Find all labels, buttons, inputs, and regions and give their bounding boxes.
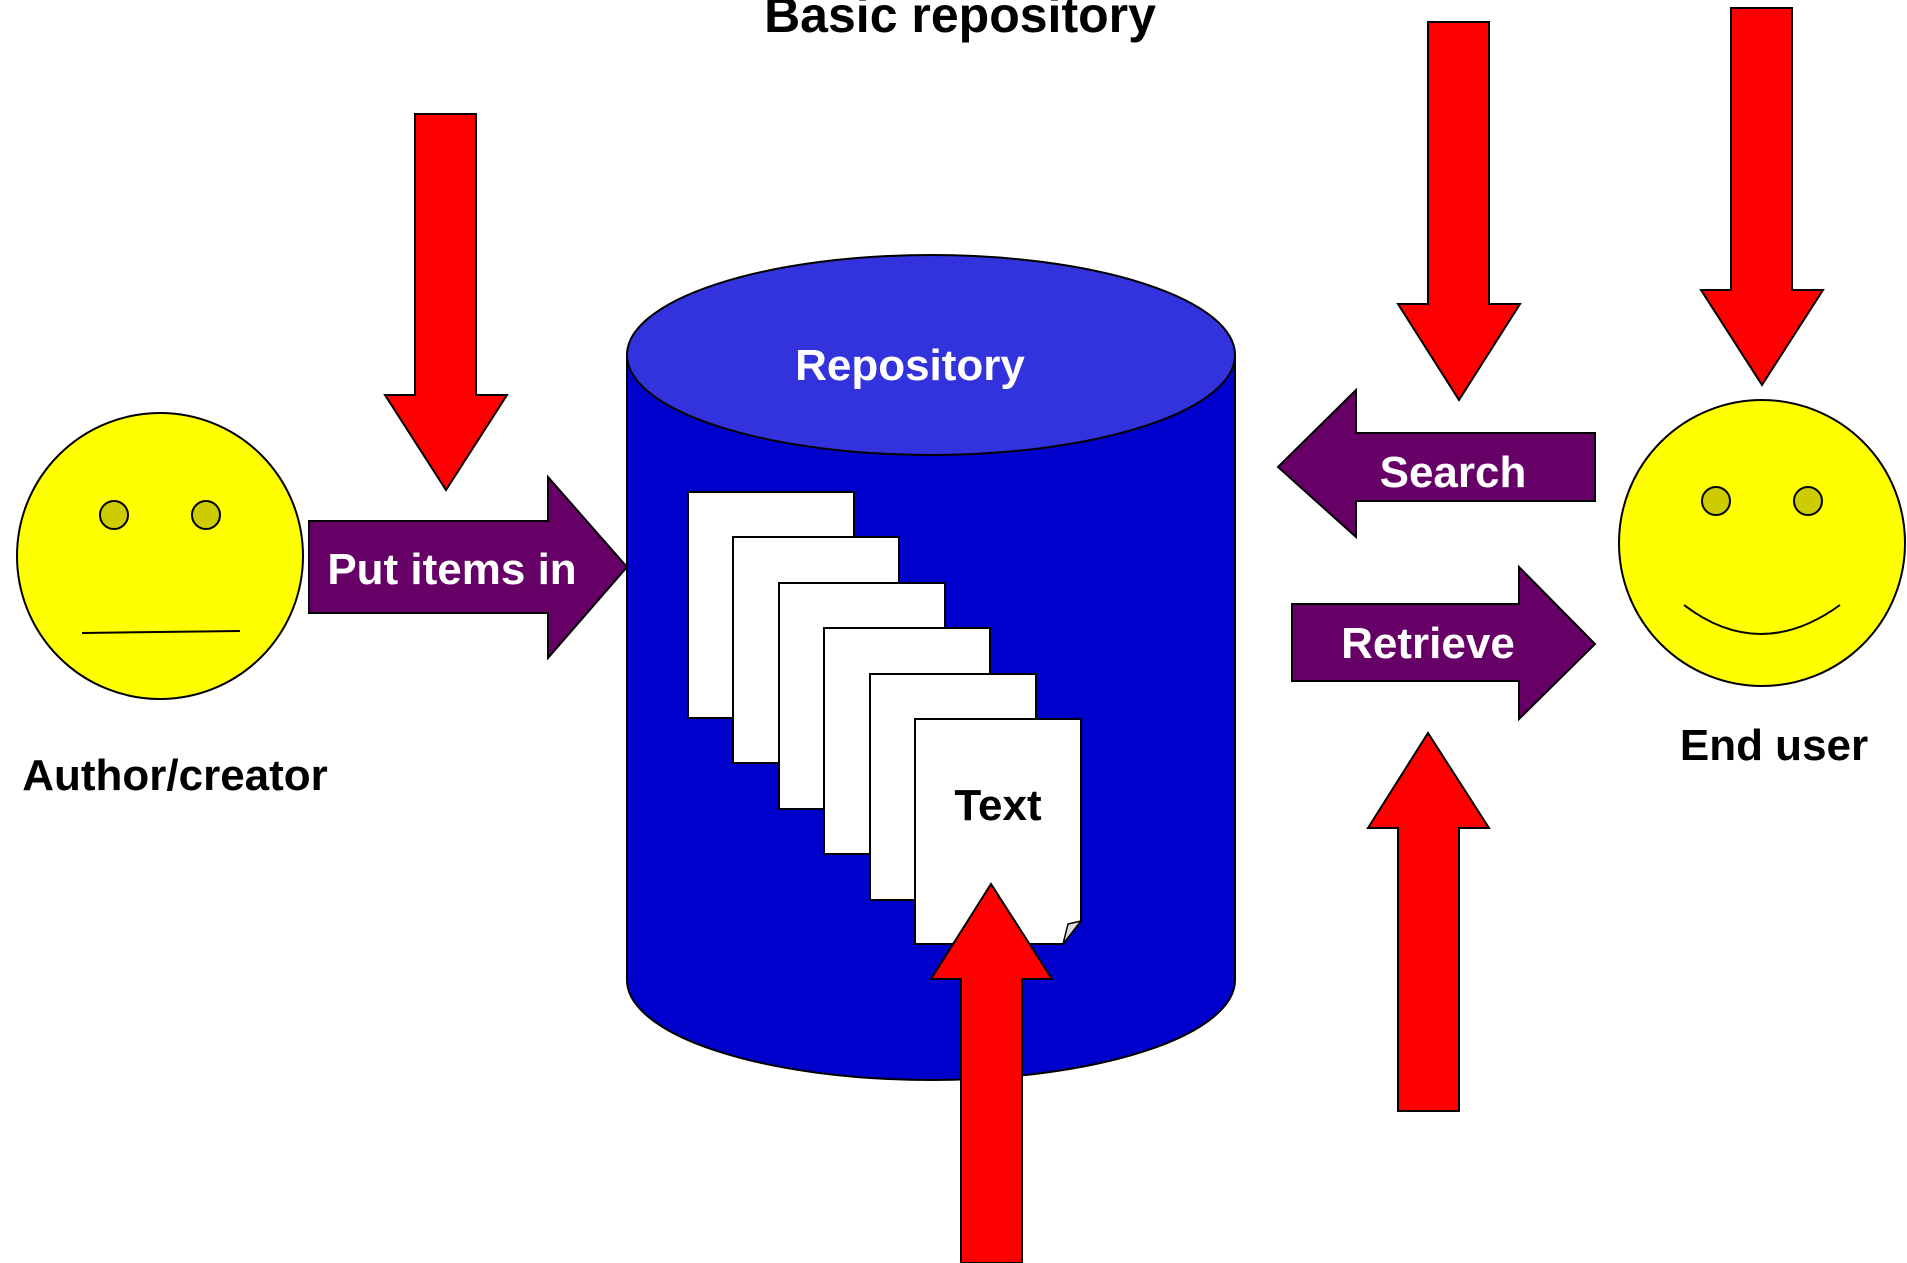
search-arrow: Search [1276,387,1596,540]
eye-right [191,500,221,530]
repository-label: Repository [795,341,1025,390]
end-user-label: End user [1680,721,1868,770]
pointer-arrow-down [1396,21,1522,402]
repository-top [626,254,1236,456]
author-face-icon [16,412,304,700]
eye-left [1701,486,1731,516]
eye-right [1793,486,1823,516]
mouth-neutral [81,630,241,634]
author-label: Author/creator [22,751,328,800]
diagram-title: Basic repository [764,0,1156,43]
search-label: Search [1380,448,1527,497]
mouth-smile [1683,604,1841,635]
pointer-arrow-up [1366,731,1491,1112]
pointer-arrow-up [929,882,1054,1263]
pointer-arrow-down [1699,7,1825,387]
eye-left [99,500,129,530]
page-curl-icon [1062,919,1083,945]
put-items-in-arrow: Put items in [308,474,629,661]
document-text-label: Text [954,781,1042,830]
pointer-arrow-down [383,113,509,492]
retrieve-label: Retrieve [1341,619,1515,668]
face [16,412,304,700]
face [1618,399,1906,687]
end-user-face-icon [1618,399,1906,687]
document-stack: Text [687,491,1083,945]
retrieve-arrow: Retrieve [1291,564,1597,722]
put-items-in-label: Put items in [327,545,576,594]
